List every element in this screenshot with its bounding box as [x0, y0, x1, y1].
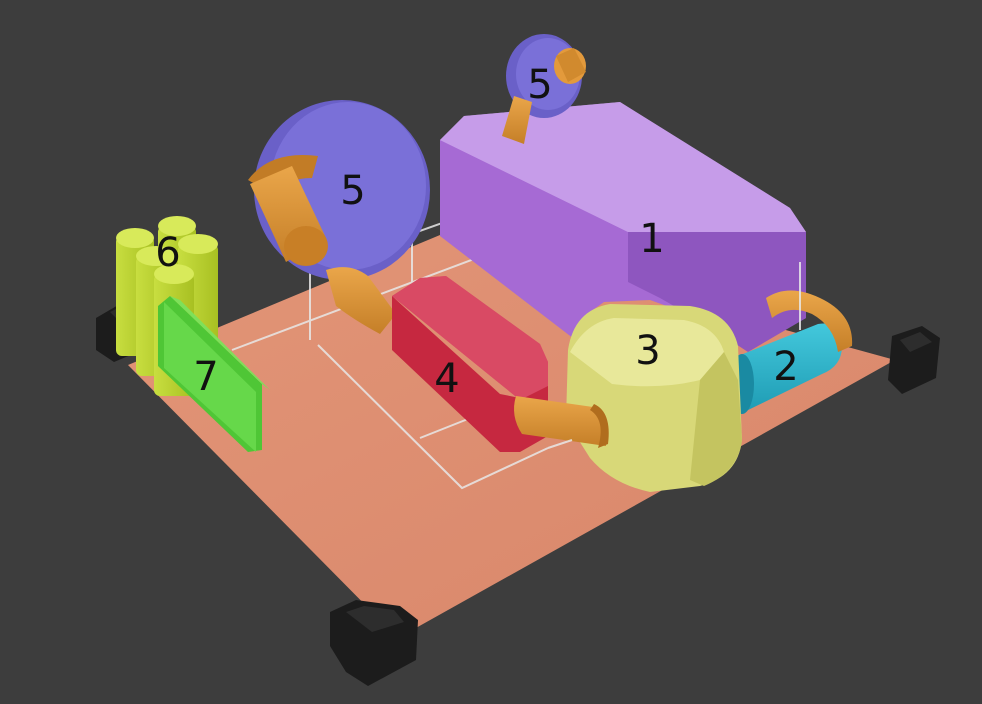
label-part-2: 2: [773, 344, 798, 390]
label-part-1: 1: [639, 216, 664, 262]
label-part-3: 3: [635, 328, 660, 374]
label-part-5-large: 5: [340, 168, 365, 214]
label-part-5-small: 5: [527, 62, 552, 108]
label-part-6: 6: [155, 230, 180, 276]
label-part-4: 4: [434, 356, 459, 402]
label-part-7: 7: [193, 354, 218, 400]
